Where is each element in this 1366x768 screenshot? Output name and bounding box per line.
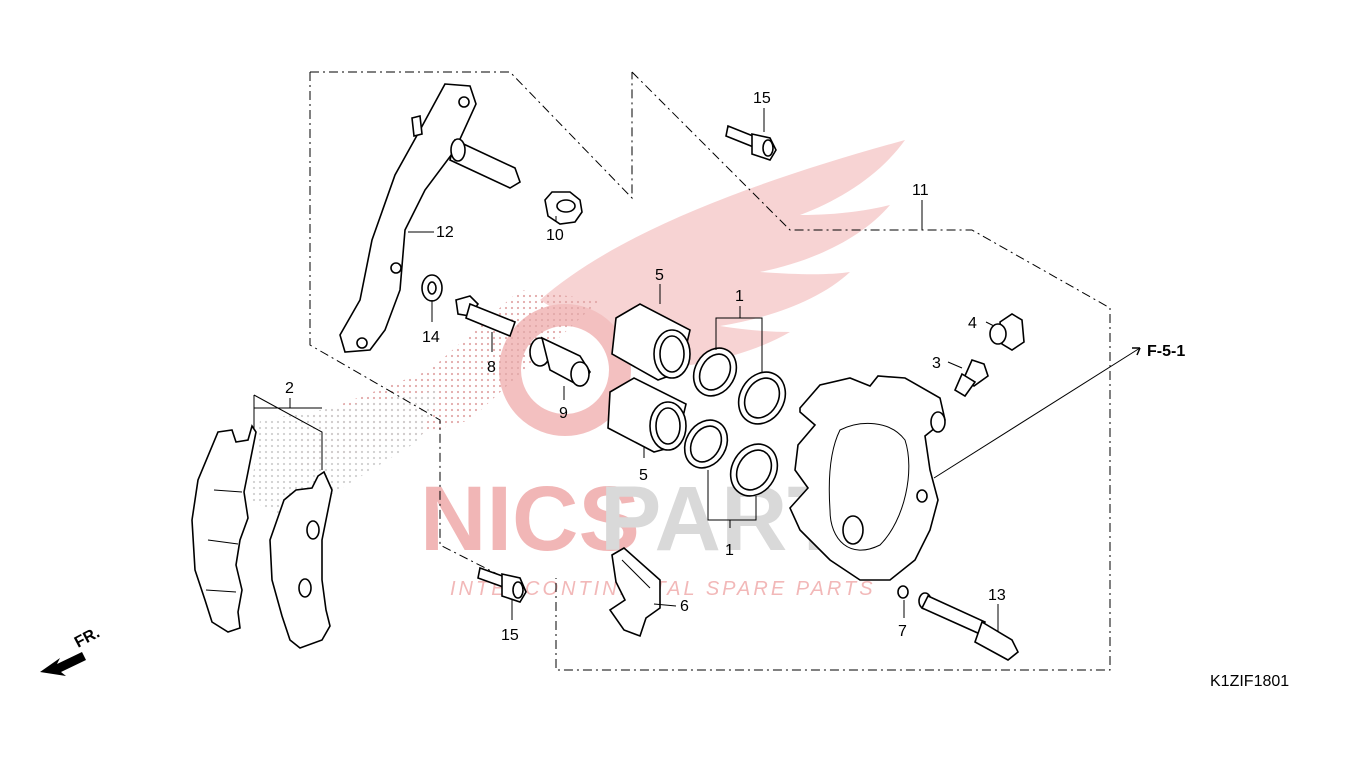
callout-11: 11 bbox=[912, 182, 929, 199]
washer-part-7 bbox=[897, 585, 909, 599]
watermark-word-a: NICS bbox=[420, 468, 640, 570]
seal-part-1-bottom bbox=[683, 419, 779, 497]
callout-15-top: 15 bbox=[753, 90, 771, 107]
outline-left bbox=[309, 72, 506, 579]
bleeder-valve-part-3 bbox=[953, 359, 989, 398]
callout-13: 13 bbox=[988, 587, 1006, 604]
piston-part-5-top bbox=[611, 303, 691, 381]
callout-3: 3 bbox=[932, 355, 941, 372]
callout-8: 8 bbox=[487, 359, 496, 376]
callout-9: 9 bbox=[559, 405, 568, 422]
assembly-outlines bbox=[253, 71, 1111, 671]
callout-5-bottom: 5 bbox=[639, 467, 648, 484]
pin-part-13 bbox=[918, 592, 1020, 661]
callout-7: 7 bbox=[898, 623, 907, 640]
callout-2: 2 bbox=[285, 380, 294, 397]
callouts: 15 11 12 10 5 1 4 14 8 3 2 9 5 1 13 6 7 … bbox=[285, 90, 1289, 690]
callout-4: 4 bbox=[968, 315, 977, 332]
callout-15-bottom: 15 bbox=[501, 627, 519, 644]
cap-part-10 bbox=[544, 191, 583, 225]
bleeder-cap-part-4 bbox=[989, 313, 1025, 351]
callout-10: 10 bbox=[546, 227, 564, 244]
fr-arrow-icon bbox=[40, 652, 86, 676]
callout-6: 6 bbox=[680, 598, 689, 615]
callout-5-top: 5 bbox=[655, 267, 664, 284]
outline-caliper bbox=[555, 71, 1111, 671]
caliper-body-part-11 bbox=[789, 375, 946, 581]
brake-pads-part-2 bbox=[191, 424, 333, 649]
piston-part-5-bottom bbox=[607, 377, 687, 453]
f-ref-arrowhead bbox=[1132, 347, 1141, 356]
callout-1-top: 1 bbox=[735, 288, 744, 305]
outline-bracket bbox=[310, 71, 633, 200]
reference-f-5-1: F-5-1 bbox=[1147, 343, 1185, 360]
callout-1-bottom: 1 bbox=[725, 542, 734, 559]
callout-12: 12 bbox=[436, 224, 454, 241]
callout-14: 14 bbox=[422, 329, 440, 346]
boot-part-9 bbox=[529, 336, 591, 388]
bracket-part-12 bbox=[339, 83, 521, 353]
bolt-part-15-bottom bbox=[477, 566, 527, 603]
diagram-code: K1ZIF1801 bbox=[1210, 673, 1289, 690]
fr-label: FR. bbox=[72, 624, 103, 651]
bolt-part-15-top bbox=[725, 124, 777, 161]
pin-bolt-part-8 bbox=[455, 295, 517, 338]
front-direction-arrow: FR. bbox=[40, 624, 103, 676]
watermark-dots-b bbox=[250, 390, 440, 520]
leader-lines bbox=[254, 108, 1141, 632]
outline-pads-2 bbox=[253, 394, 323, 470]
washer-part-14 bbox=[421, 274, 443, 302]
seal-part-1-top bbox=[692, 347, 787, 425]
spring-part-6 bbox=[608, 547, 661, 638]
